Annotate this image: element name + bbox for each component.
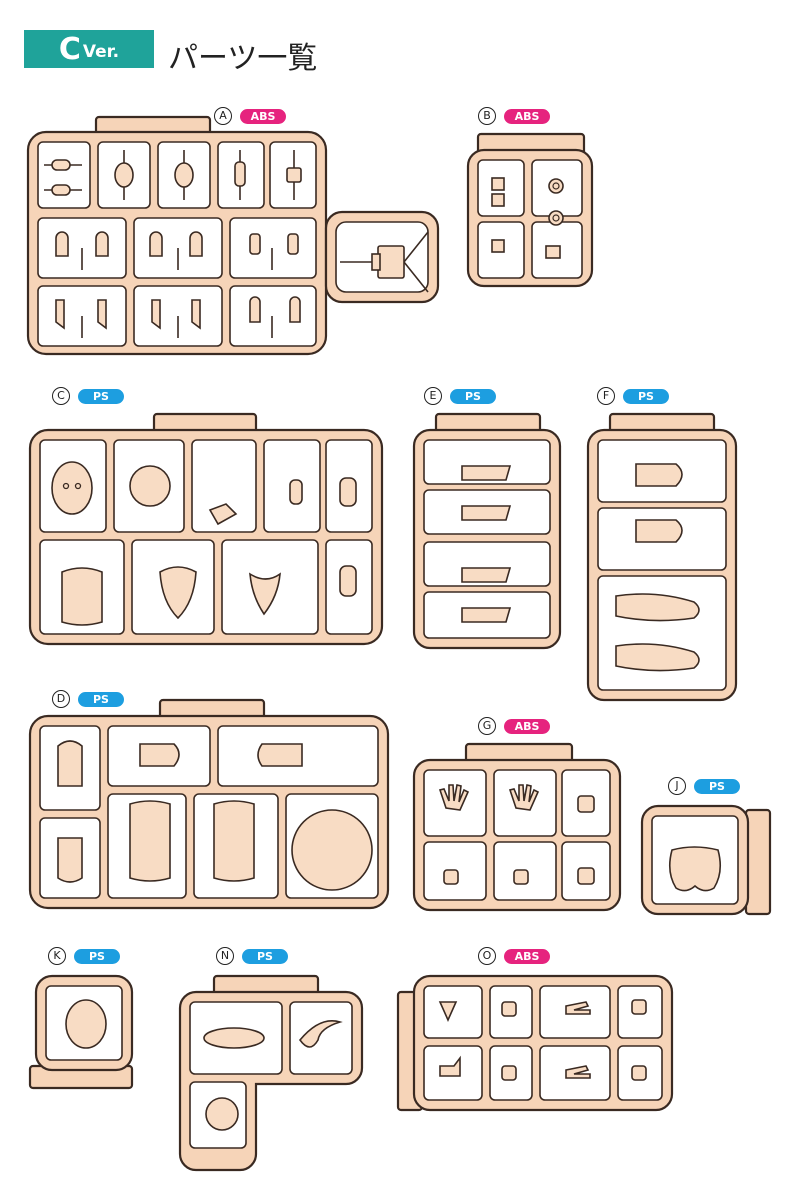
runner-label-j: J PS	[668, 776, 740, 796]
runner-label-b: B ABS	[478, 106, 550, 126]
runner-k	[28, 974, 134, 1090]
runner-letter: N	[216, 947, 234, 965]
runner-letter: K	[48, 947, 66, 965]
version-badge: C Ver.	[24, 30, 154, 68]
runner-letter: G	[478, 717, 496, 735]
material-tag: ABS	[504, 948, 550, 964]
runner-letter: J	[668, 777, 686, 795]
runner-d	[28, 698, 390, 910]
material-tag: PS	[74, 948, 120, 964]
runner-label-g: G ABS	[478, 716, 550, 736]
runner-label-d: D PS	[52, 689, 124, 709]
runner-b	[466, 132, 594, 288]
material-tag: PS	[242, 948, 288, 964]
runner-letter: E	[424, 387, 442, 405]
material-tag: PS	[694, 778, 740, 794]
material-tag: PS	[623, 388, 669, 404]
runner-e	[412, 412, 562, 650]
runner-c	[28, 412, 384, 646]
runner-a	[26, 115, 440, 356]
runner-label-c: C PS	[52, 386, 124, 406]
runner-f	[586, 412, 738, 702]
runner-label-k: K PS	[48, 946, 120, 966]
runner-label-n: N PS	[216, 946, 288, 966]
runner-label-a: A ABS	[214, 106, 286, 126]
version-badge-suffix: Ver.	[82, 42, 120, 62]
material-tag: ABS	[240, 108, 286, 124]
runner-letter: C	[52, 387, 70, 405]
runner-letter: A	[214, 107, 232, 125]
material-tag: ABS	[504, 108, 550, 124]
runner-letter: F	[597, 387, 615, 405]
runner-letter: D	[52, 690, 70, 708]
page-title: パーツ一覧	[168, 41, 318, 76]
material-tag: PS	[78, 691, 124, 707]
runner-letter: O	[478, 947, 496, 965]
material-tag: PS	[450, 388, 496, 404]
material-tag: PS	[78, 388, 124, 404]
runner-g	[412, 742, 622, 912]
runner-label-f: F PS	[597, 386, 669, 406]
runner-j	[640, 804, 772, 916]
runner-o	[396, 974, 674, 1112]
runner-label-e: E PS	[424, 386, 496, 406]
runner-n	[178, 974, 364, 1172]
version-badge-letter: C	[58, 31, 81, 67]
runner-label-o: O ABS	[478, 946, 550, 966]
material-tag: ABS	[504, 718, 550, 734]
runner-letter: B	[478, 107, 496, 125]
